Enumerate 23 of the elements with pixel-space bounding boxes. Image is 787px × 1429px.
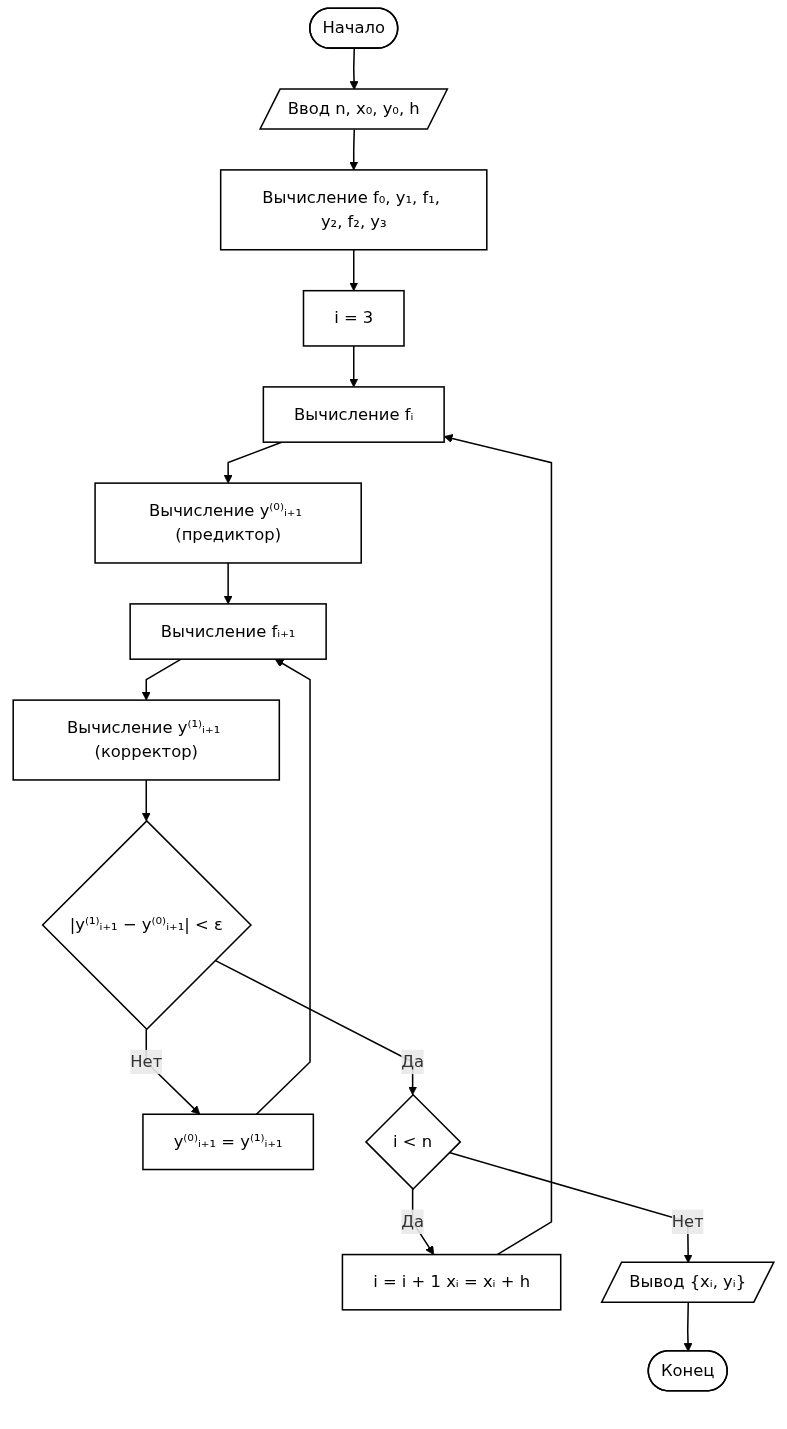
arrow bbox=[141, 779, 151, 822]
node-box: y⁽⁰⁾ᵢ₊₁ = y⁽¹⁾ᵢ₊₁ bbox=[142, 1113, 315, 1171]
node-box: i = 3 bbox=[302, 289, 405, 347]
arrow bbox=[141, 658, 182, 701]
arrow bbox=[349, 47, 359, 90]
node-diamond: |y⁽¹⁾ᵢ₊₁ − y⁽⁰⁾ᵢ₊₁| < ε bbox=[41, 819, 252, 1031]
node-box: Вычисление fᵢ₊₁ bbox=[129, 603, 327, 660]
arrow bbox=[214, 959, 418, 1096]
node-box: Вычисление y⁽¹⁾ᵢ₊₁ (корректор) bbox=[12, 699, 281, 781]
arrow bbox=[349, 128, 359, 171]
edge-label: Да bbox=[401, 1211, 425, 1232]
node-diamond: i < n bbox=[364, 1093, 462, 1191]
arrow bbox=[349, 345, 359, 388]
node-box: Вычисление fᵢ bbox=[262, 386, 445, 443]
arrow bbox=[223, 562, 233, 605]
node-box: i = i + 1 xᵢ = xᵢ + h bbox=[341, 1253, 562, 1311]
edge-label: Нет bbox=[671, 1211, 704, 1232]
edge-label: Нет bbox=[130, 1051, 163, 1072]
arrow bbox=[349, 249, 359, 292]
edge-label: Да bbox=[401, 1051, 425, 1072]
node-box: Вычисление y⁽⁰⁾ᵢ₊₁ (предиктор) bbox=[94, 482, 362, 564]
node-box: Вычисление f₀, y₁, f₁, y₂, f₂, y₃ bbox=[219, 169, 488, 251]
arrow bbox=[255, 658, 311, 1115]
